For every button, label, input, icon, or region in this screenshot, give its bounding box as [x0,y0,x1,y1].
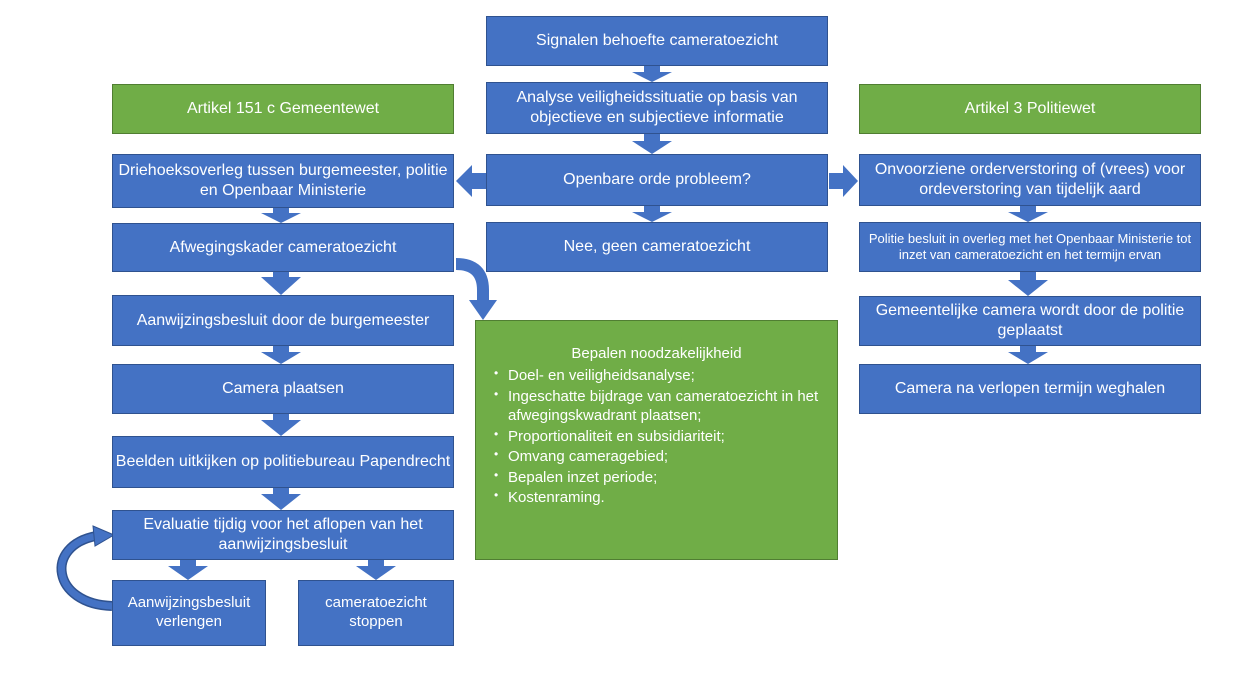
node-politie-besluit: Politie besluit in overleg met het Openb… [859,222,1201,272]
arrow-analyse-openbare [632,134,672,154]
node-artikel3-label: Artikel 3 Politiewet [964,100,1096,117]
arrow-signalen-analyse [632,66,672,82]
node-gemeentelijke: Gemeentelijke camera wordt door de polit… [859,296,1201,346]
noodzakelijkheid-list: Doel- en veiligheidsanalyse; Ingeschatte… [486,366,827,508]
node-beelden-label: Beelden uitkijken op politiebureau Papen… [115,453,451,470]
node-onvoorziene-label: Onvoorziene orderverstoring of (vrees) v… [874,161,1186,198]
arrow-onvoorziene-politie [1008,206,1048,222]
node-openbare-orde: Openbare orde probleem? [486,154,828,206]
arrow-afweging-aanwijzing [261,272,301,295]
node-politie-besluit-label: Politie besluit in overleg met het Openb… [868,231,1192,262]
node-analyse: Analyse veiligheidssituatie op basis van… [486,82,828,134]
arrow-driehoek-afweging [261,208,301,223]
node-verlengen: Aanwijzingsbesluit verlengen [112,580,266,646]
node-artikel3: Artikel 3 Politiewet [859,84,1201,134]
noodzakelijkheid-title: Bepalen noodzakelijkheid [571,345,742,362]
arrow-openbare-nee [632,206,672,222]
node-artikel151-label: Artikel 151 c Gemeentewet [186,100,380,117]
node-noodzakelijkheid: Bepalen noodzakelijkheid Doel- en veilig… [475,320,838,560]
loop-arrow-head [92,525,116,547]
arrow-evaluatie-stoppen [356,560,396,580]
node-stoppen: cameratoezicht stoppen [298,580,454,646]
node-evaluatie-label: Evaluatie tijdig voor het aflopen van he… [143,516,423,553]
arrow-aanwijzing-camera [261,346,301,364]
node-verlengen-label: Aanwijzingsbesluit verlengen [127,594,251,630]
node-aanwijzing: Aanwijzingsbesluit door de burgemeester [112,295,454,346]
node-afweging-label: Afwegingskader cameratoezicht [169,238,397,256]
node-openbare-orde-label: Openbare orde probleem? [563,171,751,188]
node-analyse-label: Analyse veiligheidssituatie op basis van… [516,89,798,126]
list-item: Ingeschatte bijdrage van cameratoezicht … [486,387,827,426]
node-nee: Nee, geen cameratoezicht [486,222,828,272]
node-driehoek: Driehoeksoverleg tussen burgemeester, po… [112,154,454,208]
node-camera-plaatsen: Camera plaatsen [112,364,454,414]
list-item: Kostenraming. [486,488,827,508]
node-evaluatie: Evaluatie tijdig voor het aflopen van he… [112,510,454,560]
node-stoppen-label: cameratoezicht stoppen [325,594,427,630]
arrow-camera-beelden [261,414,301,436]
node-signalen-label: Signalen behoefte cameratoezicht [536,32,778,49]
node-artikel151: Artikel 151 c Gemeentewet [112,84,454,134]
list-item: Omvang cameragebied; [486,447,827,467]
node-driehoek-label: Driehoeksoverleg tussen burgemeester, po… [118,162,448,199]
node-aanwijzing-label: Aanwijzingsbesluit door de burgemeester [136,311,430,329]
arrow-gemeentelijke-weghalen [1008,346,1048,364]
arrow-afweging-noodzakelijkheid [455,258,489,302]
list-item: Bepalen inzet periode; [486,468,827,488]
list-item: Doel- en veiligheidsanalyse; [486,366,827,386]
node-gemeentelijke-label: Gemeentelijke camera wordt door de polit… [875,302,1185,339]
node-afweging: Afwegingskader cameratoezicht [112,223,454,272]
arrow-openbare-right [829,165,858,197]
node-weghalen: Camera na verlopen termijn weghalen [859,364,1201,414]
arrow-beelden-evaluatie [261,488,301,510]
node-signalen: Signalen behoefte cameratoezicht [486,16,828,66]
node-weghalen-label: Camera na verlopen termijn weghalen [894,380,1166,397]
arrow-evaluatie-verlengen [168,560,208,580]
node-nee-label: Nee, geen cameratoezicht [563,238,751,255]
node-camera-plaatsen-label: Camera plaatsen [222,380,344,397]
node-beelden: Beelden uitkijken op politiebureau Papen… [112,436,454,488]
list-item: Proportionaliteit en subsidiariteit; [486,427,827,447]
node-onvoorziene: Onvoorziene orderverstoring of (vrees) v… [859,154,1201,206]
arrow-afweging-noodzakelijkheid-head [469,300,497,320]
arrow-openbare-left [456,165,486,197]
arrow-politie-gemeentelijke [1008,272,1048,296]
